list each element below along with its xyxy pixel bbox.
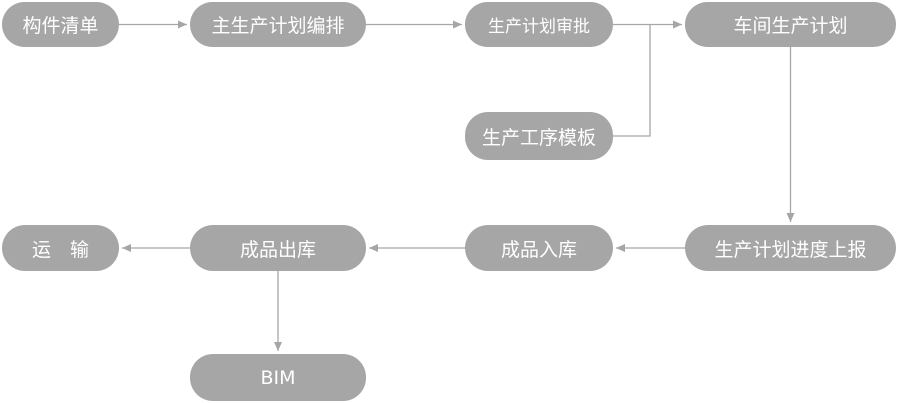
- node-process-template-label: 生产工序模板: [481, 126, 596, 149]
- node-transport: 运 输: [2, 225, 119, 271]
- node-plan-approval-label: 生产计划审批: [488, 17, 590, 37]
- node-workshop-plan: 车间生产计划: [685, 2, 896, 47]
- node-parts-list: 构件清单: [2, 2, 119, 47]
- node-parts-list-label: 构件清单: [22, 15, 99, 37]
- node-finished-out-label: 成品出库: [239, 238, 316, 261]
- node-workshop-plan-label: 车间生产计划: [733, 15, 848, 37]
- node-transport-label: 运 输: [31, 238, 89, 261]
- node-finished-in: 成品入库: [465, 225, 613, 271]
- node-bim-label: BIM: [260, 366, 296, 389]
- edge-template-to-workshop: [613, 24, 651, 137]
- node-finished-out: 成品出库: [190, 225, 366, 271]
- node-progress-report: 生产计划进度上报: [685, 225, 896, 271]
- node-process-template: 生产工序模板: [465, 112, 613, 160]
- node-bim: BIM: [190, 354, 366, 401]
- node-master-plan-label: 主生产计划编排: [211, 15, 345, 37]
- node-plan-approval: 生产计划审批: [465, 2, 613, 47]
- node-master-plan: 主生产计划编排: [190, 2, 366, 47]
- node-finished-in-label: 成品入库: [500, 238, 577, 261]
- node-progress-report-label: 生产计划进度上报: [714, 238, 867, 261]
